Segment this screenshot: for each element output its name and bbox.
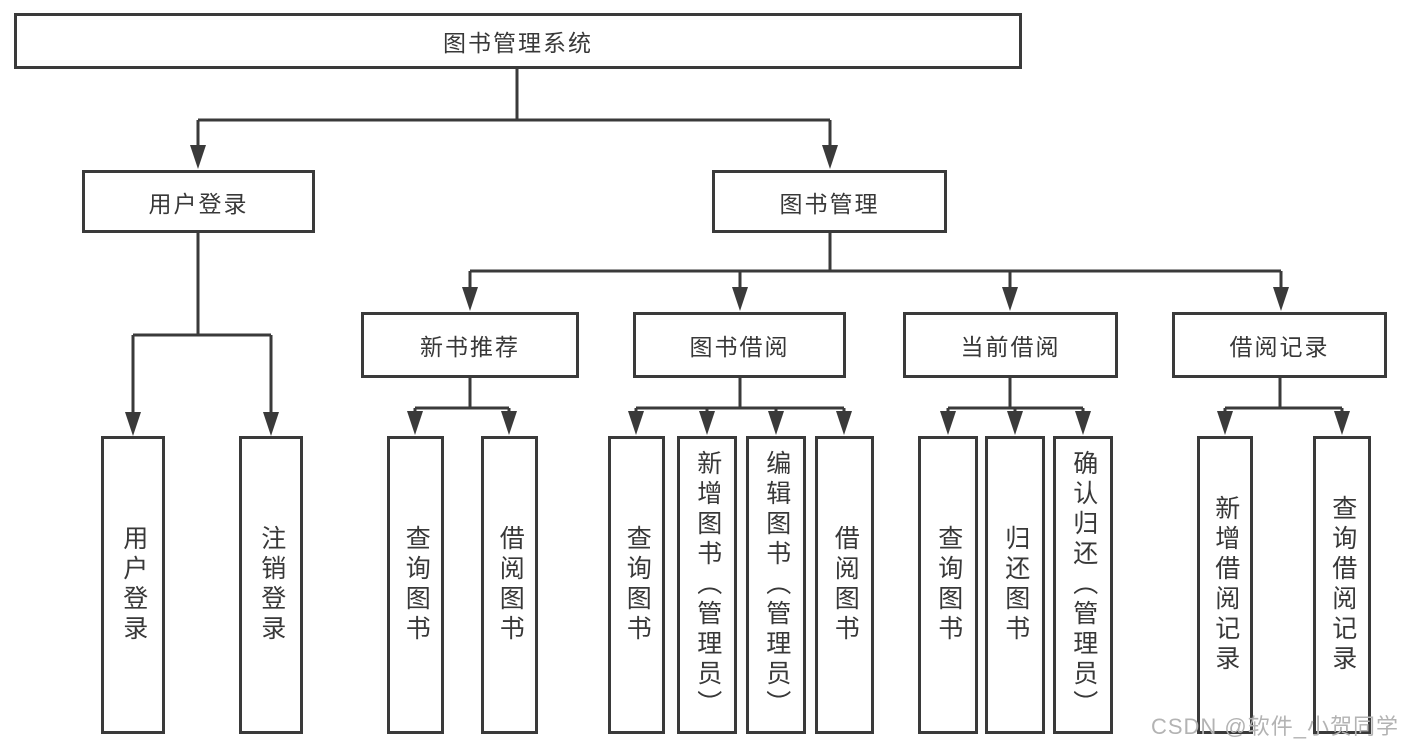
arrowheads xyxy=(125,145,1350,436)
leaf-newbook-query-books: 查询图书 xyxy=(387,436,444,734)
leaf-logout: 注销登录 xyxy=(239,436,303,734)
arrowhead xyxy=(628,411,644,435)
node-library-management-system: 图书管理系统 xyxy=(14,13,1022,69)
leaf-confirm-return-admin-label: 确认归还（管理员） xyxy=(1069,450,1098,720)
leaf-add-borrow-record: 新增借阅记录 xyxy=(1197,436,1253,734)
leaf-borrow-books: 借阅图书 xyxy=(815,436,874,734)
arrowhead xyxy=(1273,287,1289,311)
leaf-user-login-label: 用户登录 xyxy=(119,525,148,645)
leaf-query-borrow-record-label: 查询借阅记录 xyxy=(1328,495,1357,675)
arrowhead xyxy=(1007,411,1023,435)
connector-lines xyxy=(131,69,1344,419)
arrowhead xyxy=(462,287,478,311)
leaf-add-books-admin-label: 新增图书（管理员） xyxy=(693,450,722,720)
leaf-return-books-label: 归还图书 xyxy=(1001,525,1030,645)
leaf-newbook-borrow-books: 借阅图书 xyxy=(481,436,538,734)
leaf-borrow-query-books: 查询图书 xyxy=(608,436,665,734)
leaf-add-borrow-record-label: 新增借阅记录 xyxy=(1211,495,1240,675)
leaf-current-query-books: 查询图书 xyxy=(918,436,978,734)
arrowhead xyxy=(407,411,423,435)
leaf-query-borrow-record: 查询借阅记录 xyxy=(1313,436,1371,734)
leaf-borrow-books-label: 借阅图书 xyxy=(831,525,860,645)
arrowhead xyxy=(263,412,279,436)
node-book-management: 图书管理 xyxy=(712,170,947,233)
leaf-newbook-borrow-books-label: 借阅图书 xyxy=(496,525,525,645)
arrowhead xyxy=(125,412,141,436)
arrowhead xyxy=(732,287,748,311)
leaf-return-books: 归还图书 xyxy=(985,436,1045,734)
leaf-add-books-admin: 新增图书（管理员） xyxy=(677,436,737,734)
node-borrow-record: 借阅记录 xyxy=(1172,312,1387,378)
arrowhead xyxy=(699,411,715,435)
arrowhead xyxy=(1217,411,1233,435)
csdn-watermark: CSDN @软件_小贺同学 xyxy=(1150,714,1399,739)
leaf-logout-label: 注销登录 xyxy=(257,525,286,645)
arrowhead xyxy=(940,411,956,435)
arrowhead xyxy=(768,411,784,435)
leaf-user-login: 用户登录 xyxy=(101,436,165,734)
node-user-login: 用户登录 xyxy=(82,170,315,233)
arrowhead xyxy=(1334,411,1350,435)
leaf-borrow-query-books-label: 查询图书 xyxy=(623,525,652,645)
leaf-newbook-query-books-label: 查询图书 xyxy=(402,525,431,645)
arrowhead xyxy=(190,145,206,169)
arrowhead xyxy=(501,411,517,435)
node-current-borrow: 当前借阅 xyxy=(903,312,1118,378)
node-new-book-recommend: 新书推荐 xyxy=(361,312,579,378)
leaf-edit-books-admin-label: 编辑图书（管理员） xyxy=(762,450,791,720)
leaf-edit-books-admin: 编辑图书（管理员） xyxy=(746,436,806,734)
arrowhead xyxy=(836,411,852,435)
arrowhead xyxy=(822,145,838,169)
arrowhead xyxy=(1075,411,1091,435)
node-book-borrow: 图书借阅 xyxy=(633,312,846,378)
arrowhead xyxy=(1002,287,1018,311)
leaf-current-query-books-label: 查询图书 xyxy=(934,525,963,645)
leaf-confirm-return-admin: 确认归还（管理员） xyxy=(1053,436,1113,734)
